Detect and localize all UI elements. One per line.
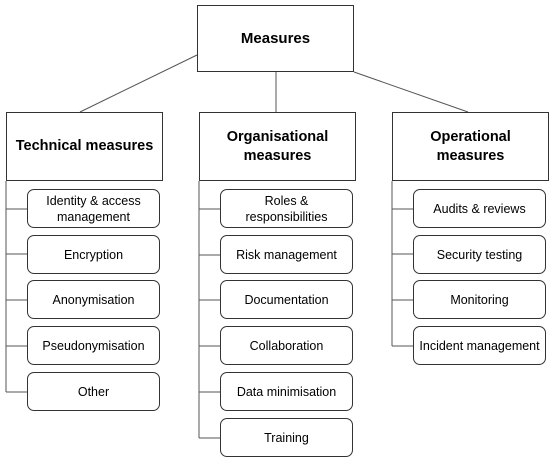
node-documentation: Documentation [220,280,353,319]
category-technical-measures: Technical measures [6,112,163,181]
node-risk-management: Risk management [220,235,353,274]
node-collaboration: Collaboration [220,326,353,365]
category-operational-measures: Operational measures [392,112,549,181]
node-security-testing: Security testing [413,235,546,274]
node-identity-access-management: Identity & access management [27,189,160,228]
root-node-measures: Measures [197,5,354,72]
node-monitoring: Monitoring [413,280,546,319]
node-audits-reviews: Audits & reviews [413,189,546,228]
node-training: Training [220,418,353,457]
category-organisational-measures: Organisational measures [199,112,356,181]
node-pseudonymisation: Pseudonymisation [27,326,160,365]
node-other: Other [27,372,160,411]
node-incident-management: Incident management [413,326,546,365]
node-data-minimisation: Data minimisation [220,372,353,411]
node-roles-responsibilities: Roles & responsibilities [220,189,353,228]
node-anonymisation: Anonymisation [27,280,160,319]
node-encryption: Encryption [27,235,160,274]
